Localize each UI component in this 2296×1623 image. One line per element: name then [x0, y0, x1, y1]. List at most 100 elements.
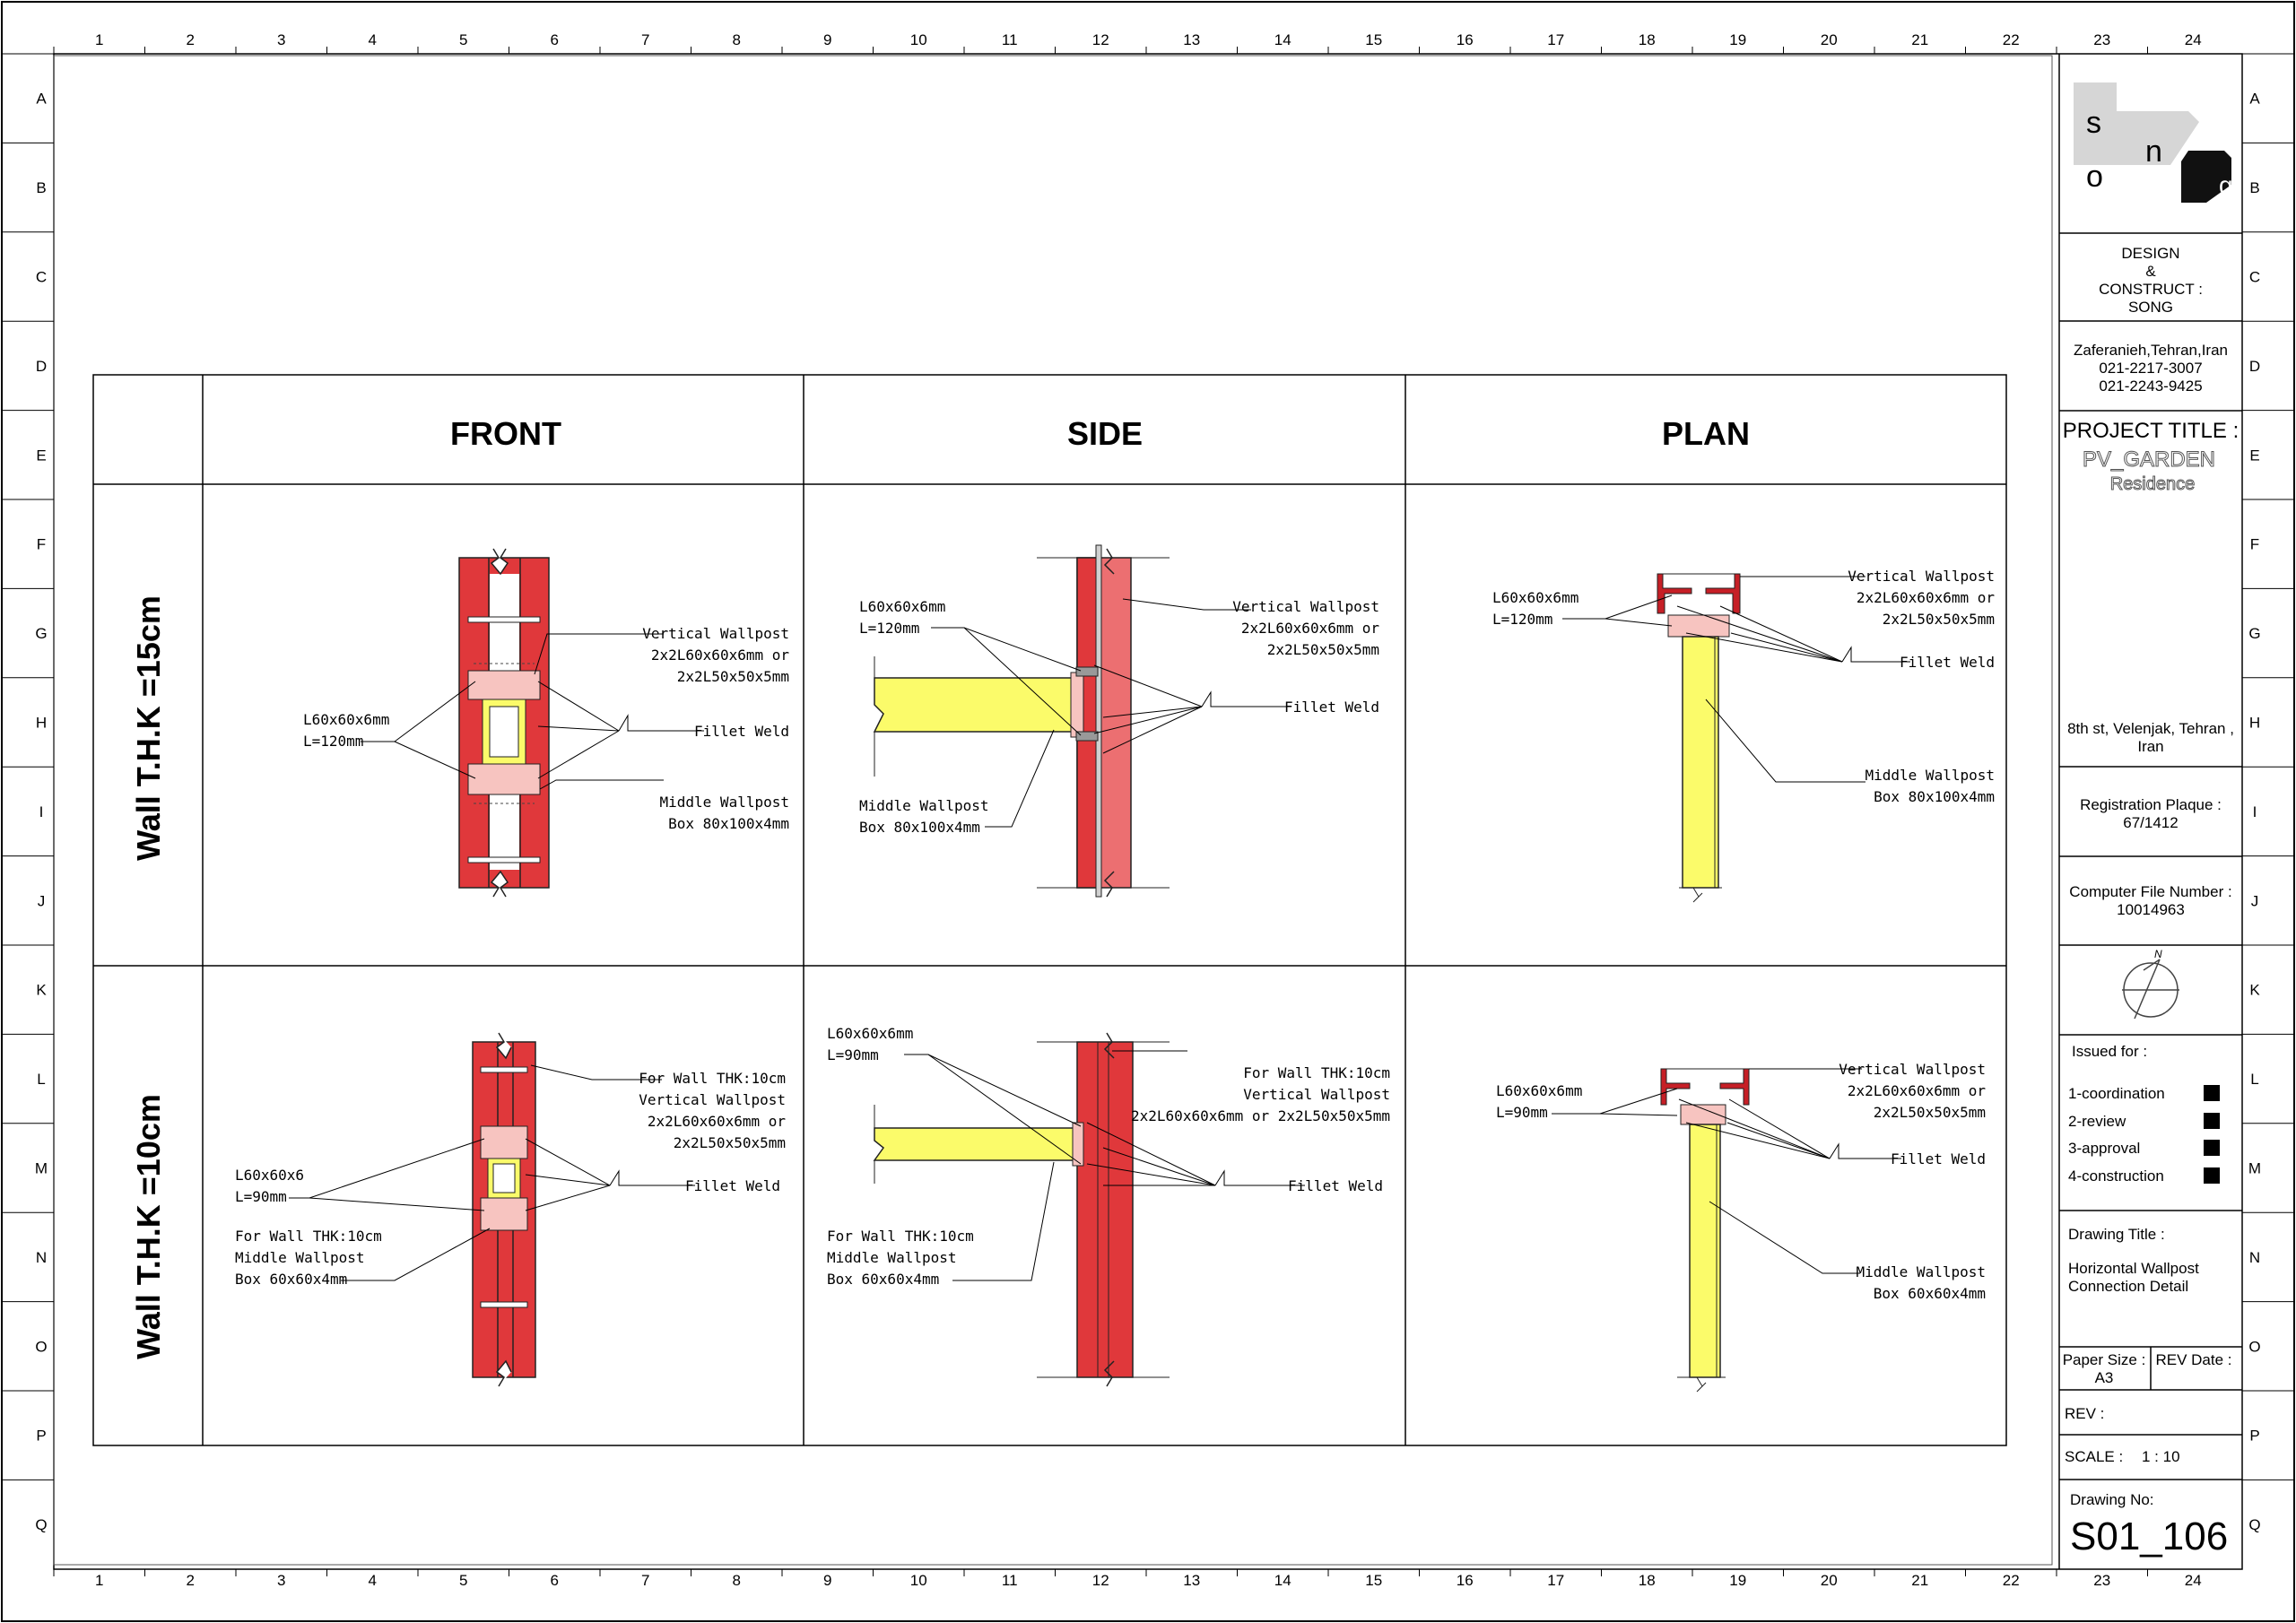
grid-row-label: L [2250, 1071, 2258, 1088]
detail-front-10cm [472, 1032, 536, 1387]
issued-checkbox-3[interactable] [2204, 1140, 2220, 1156]
callout-weld-plan-15cm: Fillet Weld [1900, 654, 1995, 671]
grid-column-label: 7 [641, 1572, 649, 1589]
issued-item-4: 4-construction [2068, 1167, 2164, 1185]
grid-row-label: D [36, 358, 47, 375]
grid-column-label: 12 [1092, 31, 1109, 48]
grid-column-label: 24 [2185, 1572, 2202, 1589]
grid-column-label: 19 [1729, 31, 1746, 48]
company-name: DESIGN&CONSTRUCT :SONG [2099, 245, 2203, 316]
north-label: N [2154, 948, 2162, 960]
grid-row-label: I [2253, 803, 2257, 820]
grid-row-label: D [2249, 358, 2260, 375]
grid-column-label: 17 [1547, 1572, 1564, 1589]
grid-column-label: 9 [823, 1572, 831, 1589]
grid-column-label: 18 [1639, 1572, 1656, 1589]
header-plan: PLAN [1662, 415, 1750, 452]
grid-column-label: 11 [1002, 31, 1018, 48]
grid-column-label: 24 [2185, 31, 2202, 48]
rev: REV : [2065, 1405, 2104, 1422]
issued-item-3: 3-approval [2068, 1140, 2140, 1157]
grid-column-label: 13 [1183, 31, 1200, 48]
logo-letter-o: o [2086, 160, 2103, 194]
header-front: FRONT [450, 415, 561, 452]
detail-side-15cm [873, 544, 1170, 898]
grid-row-label: O [35, 1338, 47, 1355]
grid-column-label: 3 [277, 31, 285, 48]
drawing-title-label: Drawing Title : [2068, 1226, 2165, 1243]
grid-column-label: 3 [277, 1572, 285, 1589]
grid-column-label: 23 [2093, 31, 2110, 48]
issued-checkbox-2[interactable] [2204, 1113, 2220, 1129]
grid-column-label: 8 [733, 31, 741, 48]
grid-column-label: 14 [1274, 31, 1292, 48]
grid-column-label: 4 [369, 31, 377, 48]
issued-checkbox-4[interactable] [2204, 1167, 2220, 1184]
site-address: 8th st, Velenjak, Tehran ,Iran [2067, 720, 2234, 755]
grid-row-label: C [36, 269, 47, 286]
grid-row-label: B [36, 179, 46, 196]
grid-row-label: M [35, 1160, 48, 1177]
grid-row-label: F [37, 536, 46, 553]
grid-row-label: N [36, 1249, 47, 1266]
leaders-front-15cm [361, 633, 704, 790]
issued-checkbox-1[interactable] [2204, 1085, 2220, 1101]
grid-column-label: 10 [910, 1572, 927, 1589]
logo-letter-g: g [2219, 171, 2233, 199]
grid-row-label: A [2249, 91, 2260, 108]
grid-column-label: 5 [459, 31, 467, 48]
grid-column-label: 19 [1729, 1572, 1746, 1589]
paper-size: Paper Size :A3 [2063, 1351, 2146, 1386]
grid-column-label: 15 [1365, 31, 1382, 48]
grid-column-label: 15 [1365, 1572, 1382, 1589]
grid-column-label: 23 [2093, 1572, 2110, 1589]
detail-side-10cm [873, 1032, 1170, 1387]
grid-row-label: Q [2248, 1516, 2260, 1533]
grid-column-label: 18 [1639, 31, 1656, 48]
grid-column-label: 2 [187, 1572, 195, 1589]
grid-column-label: 16 [1457, 31, 1474, 48]
grid-column-label: 4 [369, 1572, 377, 1589]
grid-row-label: A [36, 91, 47, 108]
callout-weld-front-15cm: Fillet Weld [694, 723, 789, 740]
north-arrow-icon [2122, 959, 2179, 1020]
grid-column-label: 9 [823, 31, 831, 48]
grid-row-label: K [2249, 982, 2260, 999]
drawing-area-frame [53, 55, 2053, 1566]
registration-plaque: Registration Plaque :67/1412 [2080, 796, 2222, 831]
grid-column-label: 22 [2003, 31, 2020, 48]
grid-row-label: J [2251, 892, 2259, 909]
grid-ruler [2, 47, 2294, 1576]
callout-weld-side-10cm: Fillet Weld [1288, 1177, 1383, 1194]
grid-column-label: 16 [1457, 1572, 1474, 1589]
grid-row-label: I [39, 803, 44, 820]
grid-column-label: 22 [2003, 1572, 2020, 1589]
scale-value: 1 : 10 [2142, 1448, 2180, 1465]
detail-plan-15cm [1657, 573, 1741, 903]
grid-row-label: M [2248, 1160, 2261, 1177]
header-side: SIDE [1067, 415, 1143, 452]
rev-date: REV Date : [2155, 1351, 2231, 1368]
grid-row-label: C [2249, 269, 2260, 286]
leaders-side-10cm [904, 1050, 1305, 1281]
grid-column-label: 14 [1274, 1572, 1292, 1589]
leaders-front-10cm [289, 1064, 695, 1281]
issued-for-label: Issued for : [2072, 1043, 2147, 1060]
